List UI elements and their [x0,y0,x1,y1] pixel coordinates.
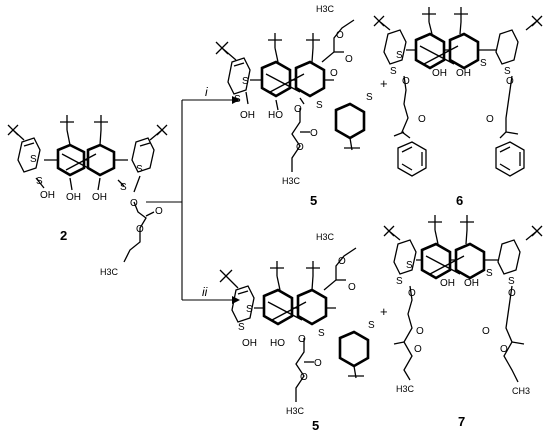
compound-5-bottom-sulfur-4: S [368,320,375,331]
compound-7-sulfur-3: S [486,268,493,279]
compound-5-bottom-methyl: H3C [316,232,335,242]
compound-2-label: 2 [60,228,67,243]
plus-sign-top: + [380,76,388,91]
compound-2-sulfur-1: S [30,154,37,165]
compound-2-oh-2: OH [66,192,81,203]
compound-7-label: 7 [458,414,465,429]
compound-5-top-oxygen-6: O [296,142,304,153]
compound-7-sulfur-4: S [508,276,515,287]
compound-5-bottom-structure [219,247,370,402]
compound-2-structure [7,115,168,263]
compound-5-bottom-oxygen-1: O [338,256,346,267]
compound-5-top-sulfur-4: S [366,92,373,103]
compound-7-oxygen-5: O [414,344,422,355]
compound-7-oxygen-3: O [416,326,424,337]
compound-5-top-oxygen-3: O [330,68,338,79]
compound-2-oxygen-1: O [130,198,138,209]
compound-5-bottom-oxygen-5: O [300,372,308,383]
compound-5-top-sulfur-1: S [242,76,249,87]
compound-6-oxygen-1: O [402,76,410,87]
compound-2-oh-1: OH [40,190,55,201]
compound-6-label: 6 [456,193,463,208]
compound-6-oh-1: OH [432,68,447,79]
compound-6-sulfur-4: S [504,66,511,77]
compound-5-top-oxygen-4: O [294,104,302,115]
compound-6-oxygen-4: O [486,114,494,125]
compound-7-methyl-2: CH3 [512,386,530,396]
compound-5-bottom-ho: HO [270,338,285,349]
compound-5-top-oxygen-2: O [345,54,353,65]
compound-7-structure [383,215,543,383]
compound-6-oxygen-3: O [418,114,426,125]
compound-6-sulfur-3: S [480,58,487,69]
compound-7-sulfur-2: S [396,276,403,287]
compound-6-oxygen-2: O [506,76,514,87]
compound-6-oh-2: OH [456,68,471,79]
compound-6-sulfur-2: S [390,66,397,77]
compound-5-bottom-oh: OH [242,338,257,349]
compound-5-bottom-oxygen-3: O [298,334,306,345]
compound-5-top-oxygen-1: O [336,30,344,41]
condition-ii: ii [202,285,208,299]
compound-2-sulfur-2: S [36,176,43,187]
compound-7-oh-1: OH [440,278,455,289]
compound-2-oxygen-3: O [136,224,144,235]
compound-2-sulfur-4: S [136,164,143,175]
compound-5-bottom-sulfur-2: S [238,322,245,333]
compound-7-oh-2: OH [464,278,479,289]
compound-7-oxygen-2: O [508,288,516,299]
compound-5-top-sulfur-3: S [316,100,323,111]
compound-6-structure [373,7,543,177]
compound-2-methyl: H3C [100,267,119,277]
compound-5-top-ho: HO [268,110,283,121]
compound-5-top-structure [215,19,366,172]
compound-7-oxygen-6: O [500,344,508,355]
compound-5-top-oxygen-5: O [310,128,318,139]
compound-5-top-sulfur-2: S [234,94,241,105]
compound-7-oxygen-4: O [482,326,490,337]
compound-2-sulfur-3: S [120,182,127,193]
compound-5-bottom-methyl-2: H3C [286,406,305,416]
compound-5-top-methyl-2: H3C [282,176,301,186]
compound-7-sulfur-1: S [406,260,413,271]
plus-sign-bottom: + [380,304,388,319]
compound-5-bottom-sulfur-1: S [246,304,253,315]
compound-5-bottom-label: 5 [312,418,319,433]
compound-6-sulfur-1: S [396,50,403,61]
compound-5-bottom-sulfur-3: S [318,328,325,339]
compound-7-oxygen-1: O [408,288,416,299]
compound-5-top-label: 5 [310,193,317,208]
compound-2-oh-3: OH [92,192,107,203]
compound-2-oxygen-2: O [155,206,163,217]
compound-5-top-oh: OH [240,110,255,121]
compound-5-top-methyl: H3C [316,4,335,14]
compound-5-bottom-oxygen-4: O [314,358,322,369]
compound-5-bottom-oxygen-2: O [348,282,356,293]
condition-i: i [205,85,208,99]
compound-7-methyl-1: H3C [396,384,415,394]
